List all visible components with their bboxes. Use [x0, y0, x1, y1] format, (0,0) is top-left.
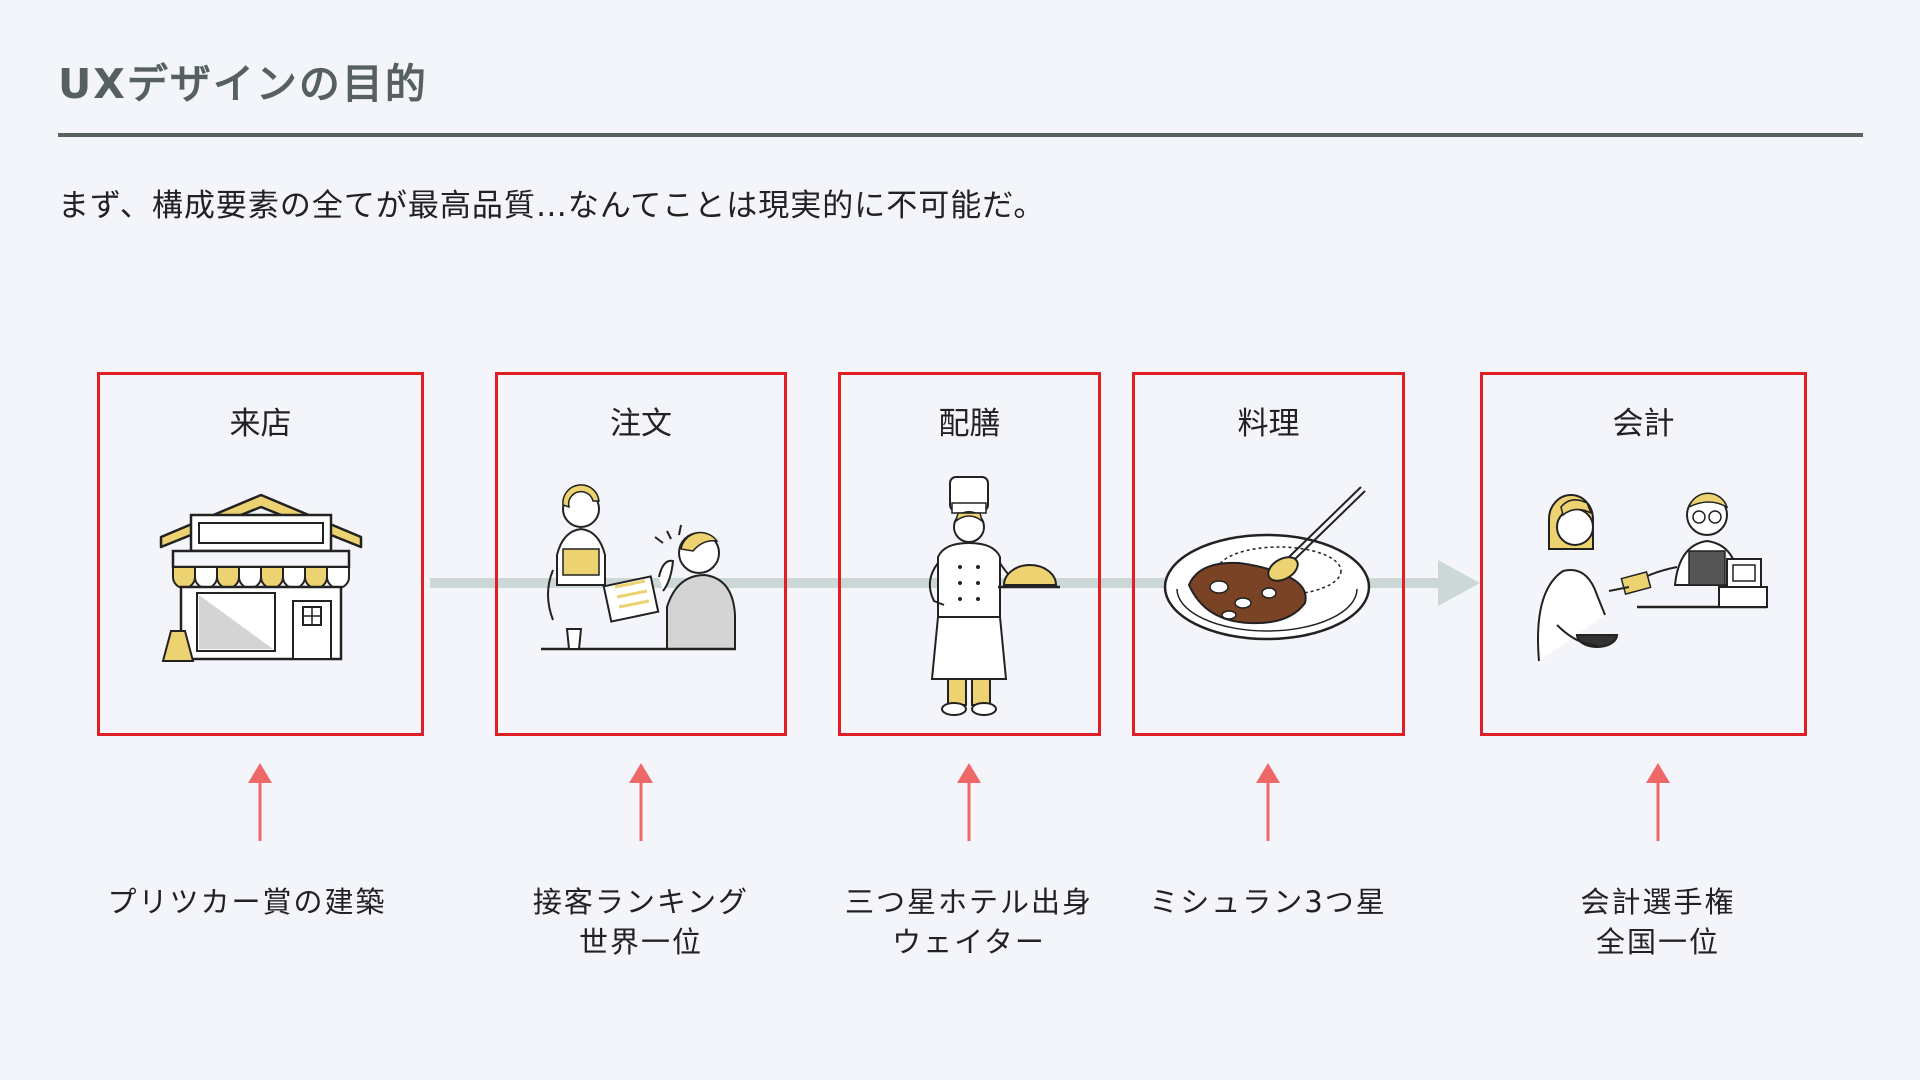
step-card-visit: 来店	[97, 372, 424, 736]
storefront-illustration	[159, 493, 362, 662]
flow-arrow-line	[430, 578, 1440, 588]
chef-illustration	[928, 476, 1060, 716]
caption-visit: プリツカー賞の建築	[60, 882, 434, 922]
caption-order: 接客ランキング 世界一位	[491, 882, 791, 962]
pointer-arrow-icon	[248, 763, 272, 841]
lead-text: まず、構成要素の全てが最高品質…なんてことは現実的に不可能だ。	[58, 188, 1046, 224]
pointer-arrow-icon	[1646, 763, 1670, 841]
caption-line: 全国一位	[1595, 925, 1720, 959]
title-divider	[58, 133, 1863, 137]
checkout-illustration	[1536, 492, 1768, 662]
step-label: 会計	[1612, 406, 1675, 442]
caption-checkout: 会計選手権 全国一位	[1508, 882, 1808, 962]
ordering-illustration	[541, 484, 736, 651]
flow-arrow-head-icon	[1438, 560, 1480, 606]
caption-line: ウェイター	[892, 925, 1046, 959]
pointer-arrow-icon	[629, 763, 653, 841]
caption-line: 接客ランキング	[532, 885, 750, 919]
step-card-dish: 料理	[1132, 372, 1405, 736]
caption-line: 世界一位	[578, 925, 703, 959]
step-label: 注文	[610, 406, 672, 442]
caption-line: 三つ星ホテル出身	[844, 885, 1093, 919]
caption-line: 会計選手権	[1580, 885, 1736, 919]
caption-line: ミシュラン3つ星	[1149, 885, 1387, 919]
caption-serve: 三つ星ホテル出身 ウェイター	[819, 882, 1119, 962]
step-label: 来店	[229, 406, 292, 442]
pointer-arrow-icon	[957, 763, 981, 841]
pointer-arrow-icon	[1256, 763, 1280, 841]
step-card-checkout: 会計	[1480, 372, 1807, 736]
caption-line: プリツカー賞の建築	[107, 885, 387, 919]
step-label: 料理	[1237, 406, 1300, 442]
page-title: UXデザインの目的	[58, 60, 428, 108]
step-card-serve: 配膳	[838, 372, 1101, 736]
caption-dish: ミシュラン3つ星	[1118, 882, 1418, 922]
step-label: 配膳	[938, 406, 1001, 442]
curry-illustration	[1163, 486, 1370, 641]
step-card-order: 注文	[495, 372, 787, 736]
